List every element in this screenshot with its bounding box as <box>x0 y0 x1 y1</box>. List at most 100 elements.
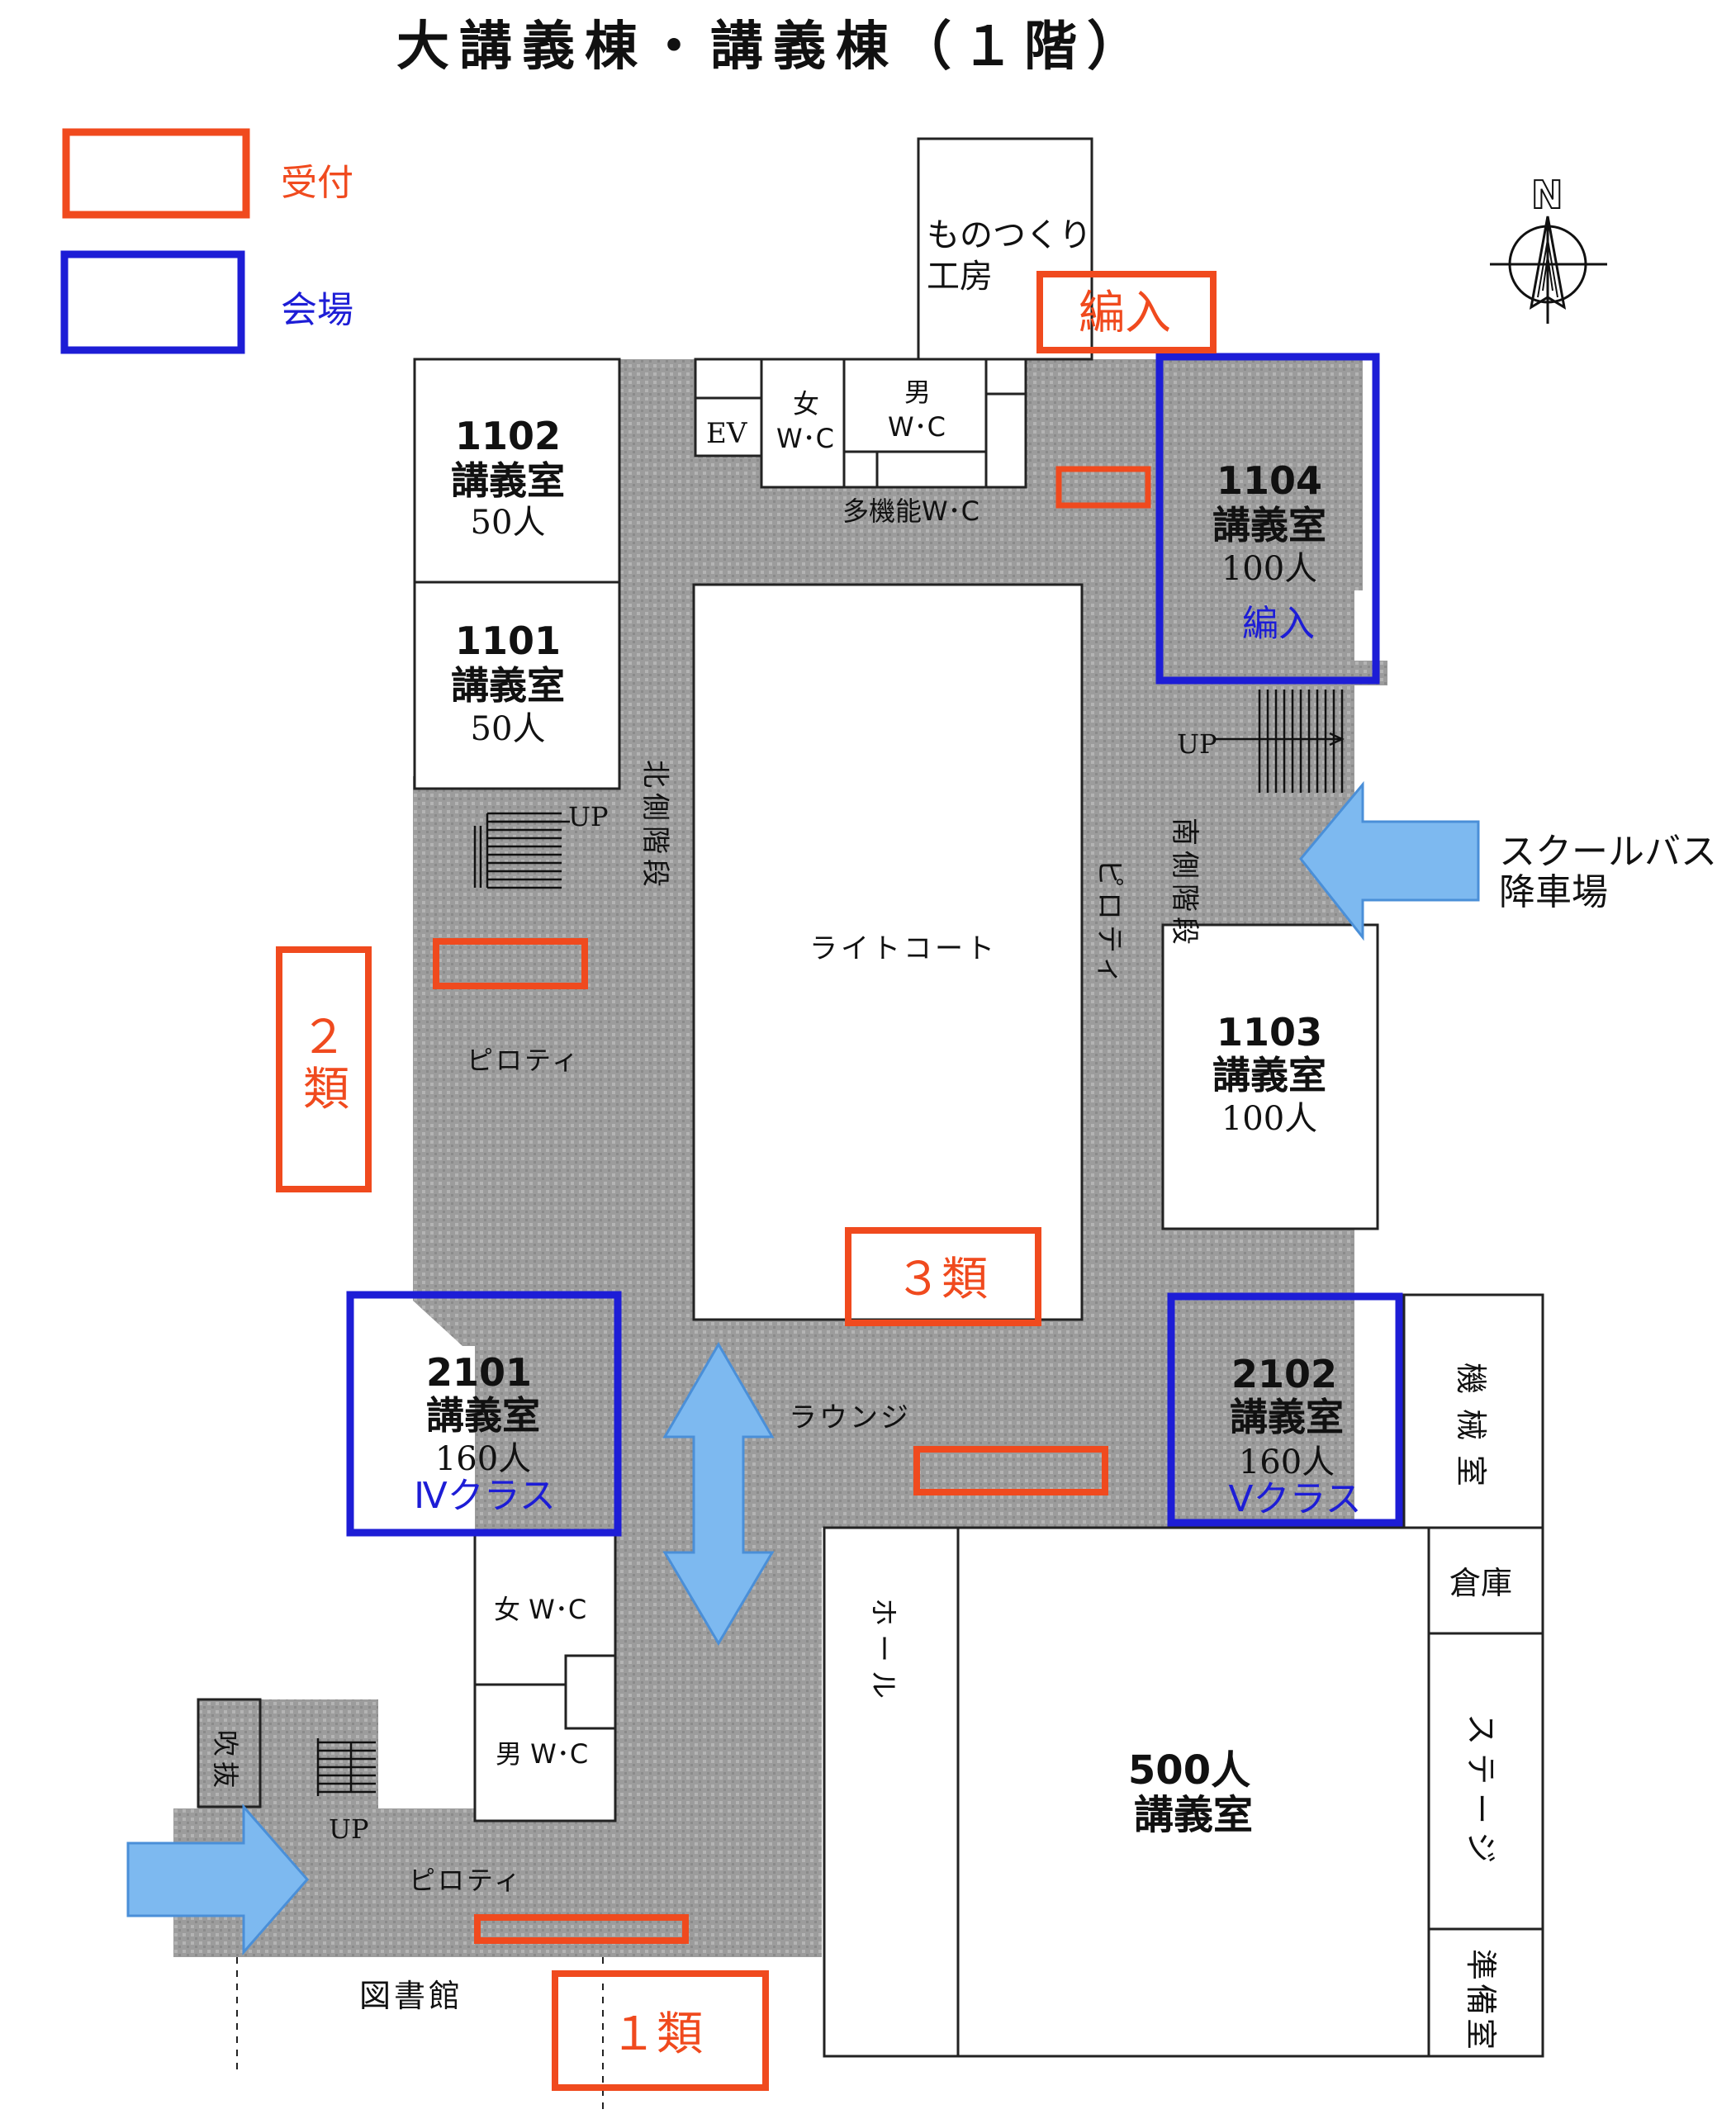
storage-label: 倉庫 <box>1449 1565 1512 1601</box>
lounge-label: ラウンジ <box>789 1401 911 1434</box>
reception-box-piloti-west <box>433 938 588 989</box>
room-1104-capacity: 100人 <box>1221 550 1317 588</box>
bus-label-1: スクールバス <box>1499 831 1717 873</box>
hall <box>823 1526 960 2058</box>
reception-tag-class1: １類 <box>610 2007 703 2061</box>
reception-box-class2 <box>276 946 372 1192</box>
room-1101-number: 1101 <box>455 619 561 663</box>
south-west-stairs <box>316 1738 376 1796</box>
machine-room-label: 機械室 <box>1453 1363 1489 1501</box>
prep-room <box>1427 1927 1544 2058</box>
south-stairs <box>1214 690 1345 793</box>
reception-tag-hennyu: 編入 <box>1079 287 1171 340</box>
piloti-south-label: ピロティ <box>409 1865 523 1896</box>
venue-box-2102 <box>1167 1292 1403 1527</box>
library-label: 図書館 <box>359 1978 463 2014</box>
room-1103-number: 1103 <box>1217 1010 1322 1055</box>
reception-box-lounge <box>913 1446 1108 1495</box>
ev-label: EV <box>706 417 748 450</box>
north-stairs <box>473 812 570 889</box>
reception-box-class1 <box>552 1970 769 2091</box>
room-1102-capacity: 50人 <box>471 504 546 542</box>
north-arrow-icon: N <box>1490 172 1607 324</box>
light-court <box>692 583 1084 1321</box>
room-1104-name: 講義室 <box>1212 503 1326 547</box>
wc-female <box>760 358 846 489</box>
wc-male-label-bottom: W･C <box>888 411 946 443</box>
room-1104-number: 1104 <box>1217 458 1322 503</box>
reception-tag-class2-b: 類 <box>303 1063 349 1116</box>
room-1102-number: 1102 <box>455 414 561 458</box>
reception-box-class3 <box>845 1227 1041 1326</box>
room-1103-capacity: 100人 <box>1221 1100 1317 1138</box>
room-2101-name: 講義室 <box>426 1393 540 1438</box>
page-title: 大講義棟・講義棟（１階） <box>396 17 1150 78</box>
monozukuri-workshop <box>917 137 1093 361</box>
reception-box-hennyu <box>1036 271 1217 353</box>
piloti-east-label: ピロティ <box>1093 859 1126 989</box>
hall-label: ホール <box>866 1598 899 1707</box>
bidirectional-arrow-icon <box>662 1342 775 1646</box>
room-500 <box>956 1526 1430 2058</box>
stage-label: ステージ <box>1463 1713 1499 1871</box>
room-2102-tag: Ⅴクラス <box>1228 1478 1361 1520</box>
storage <box>1427 1526 1544 1635</box>
wc-female-label-top: 女 <box>793 388 819 419</box>
reception-box-north-corridor <box>1055 466 1151 509</box>
bus-label-2: 降車場 <box>1499 871 1608 913</box>
vertical-labels: 北側階段 南側階段 ピロティ ホール 機械室 ステージ 準備室 吹抜 <box>210 760 1499 2053</box>
bus-arrow-icon <box>1299 780 1480 941</box>
reception-box-piloti-south <box>474 1914 689 1944</box>
fukinuke-label: 吹抜 <box>210 1730 241 1793</box>
entrance-arrow-icon <box>126 1804 309 1955</box>
fukinuke-void <box>197 1698 262 1808</box>
wc-male-label-top: 男 <box>904 377 931 408</box>
venue-box-2101 <box>346 1291 622 1537</box>
light-court-label: ライトコート <box>809 932 998 965</box>
monozukuri-label-2: 工房 <box>927 258 993 296</box>
north-stairs-label: 北側階段 <box>638 760 671 892</box>
room-500-name: 講義室 <box>1134 1792 1253 1838</box>
compass-label: N <box>1531 173 1563 217</box>
multi-wc-label: 多機能W･C <box>842 495 979 527</box>
monozukuri-label-1: ものつくり <box>927 216 1092 254</box>
wc-female-south-label: 女 W･C <box>494 1594 586 1625</box>
legend-venue-label: 会場 <box>281 289 353 331</box>
room-2102-name: 講義室 <box>1230 1395 1344 1439</box>
venue-box-1104 <box>1155 353 1380 685</box>
room-1102 <box>413 358 621 584</box>
room-2101-tag: Ⅳクラス <box>414 1475 556 1517</box>
room-1101-name: 講義室 <box>451 663 565 708</box>
room-1102-name: 講義室 <box>451 458 565 503</box>
up-label-south: UP <box>1177 728 1217 760</box>
room-500-capacity: 500人 <box>1128 1747 1250 1794</box>
stage <box>1427 1632 1544 1931</box>
piloti-west-label: ピロティ <box>467 1045 581 1076</box>
room-2101-number: 2101 <box>426 1350 532 1395</box>
room-1101-capacity: 50人 <box>471 710 546 748</box>
wc-male-south-label: 男 W･C <box>496 1738 588 1770</box>
prep-room-label: 準備室 <box>1463 1949 1499 2053</box>
room-1103-name: 講義室 <box>1212 1053 1326 1097</box>
up-label-north: UP <box>568 801 609 832</box>
wc-female-label-bottom: W･C <box>776 423 834 454</box>
legend-reception-label: 受付 <box>281 162 353 204</box>
legend-reception-swatch <box>62 128 250 219</box>
room-labels: 1102 講義室 50人 1101 講義室 50人 1104 講義室 100人 … <box>414 414 1361 1838</box>
room-1104-tag: 編入 <box>1242 603 1315 645</box>
reception-tag-class2-a: ２ <box>301 1011 347 1064</box>
reception-tags: 編入 ３類 １類 ２ 類 <box>301 287 1171 2061</box>
arrows <box>126 780 1480 1955</box>
south-stairs-label: 南側階段 <box>1168 818 1201 950</box>
legend-venue-swatch <box>60 250 245 354</box>
up-label-sw: UP <box>329 1813 369 1845</box>
building-walls <box>197 137 1544 2058</box>
room-2101-capacity: 160人 <box>435 1440 531 1478</box>
reception-boxes <box>276 271 1217 2091</box>
venue-boxes <box>346 353 1403 1537</box>
reception-tag-class3: ３類 <box>895 1253 988 1306</box>
room-2102-number: 2102 <box>1231 1352 1337 1396</box>
misc-labels: ものつくり 工房 EV 女 W･C 男 W･C 多機能W･C ライトコート ピロ… <box>329 216 1717 2014</box>
room-2102-capacity: 160人 <box>1239 1443 1335 1481</box>
